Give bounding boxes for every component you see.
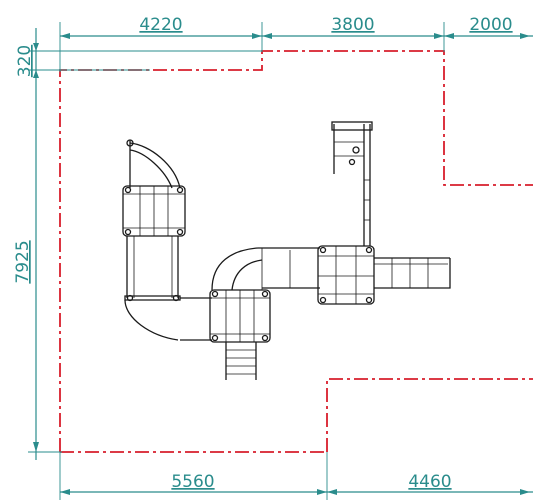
dimension-top-right: 2000 [469,15,512,35]
dimension-bottom-right: 4460 [408,472,451,492]
tower-upper [122,185,186,237]
dimension-left-small: 320 [15,45,35,77]
curved-tunnel [211,247,320,291]
dimension-lines [28,22,533,500]
tower-right [317,245,375,305]
dimension-top-left: 4220 [139,15,182,35]
tower-lower-left [124,294,212,341]
playground-equipment [122,121,451,380]
ladder [225,342,257,380]
dimension-left-large: 7925 [13,240,33,283]
climbing-frame [331,121,373,246]
tube-vertical [126,236,179,298]
curved-roof [126,139,181,189]
bridge-right [374,257,451,289]
safety-zone-boundary [59,50,533,453]
tower-middle [209,289,271,343]
dimension-top-middle: 3800 [331,15,374,35]
dimension-bottom-left: 5560 [171,472,214,492]
